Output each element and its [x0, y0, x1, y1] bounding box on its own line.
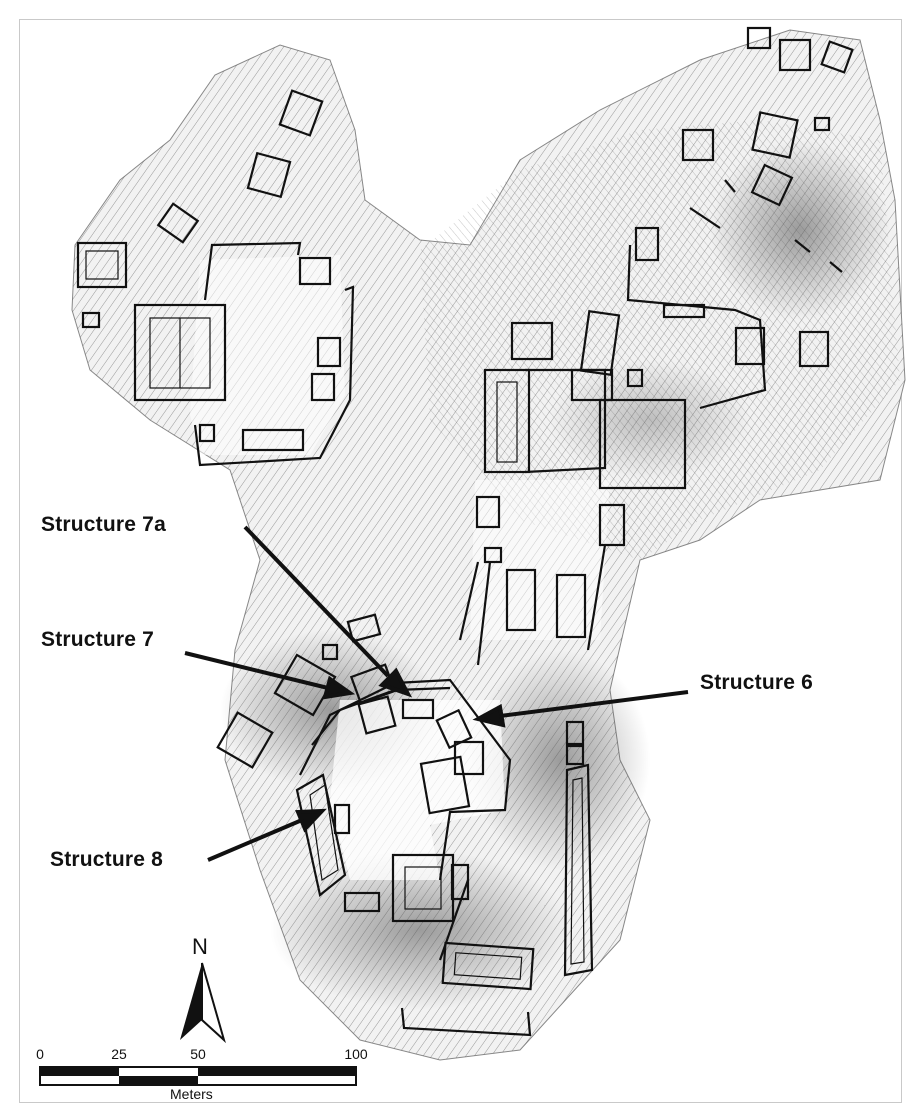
structure-outline [76, 241, 128, 289]
arrow-head [472, 703, 506, 728]
label-structure-7: Structure 7 [41, 628, 155, 651]
north-arrow [180, 962, 226, 1044]
label-structure-7a: Structure 7a [41, 513, 166, 536]
scale-segment [40, 1067, 119, 1076]
terrain [71, 29, 906, 1061]
scale-tick-label: 0 [36, 1046, 44, 1062]
north-arrow-right-half [201, 962, 226, 1044]
scale-bar [39, 1066, 357, 1086]
callout-arrows [184, 525, 689, 862]
structures [76, 26, 854, 1037]
structure-outline [295, 773, 347, 897]
arrow-structure-8 [207, 818, 303, 862]
north-label: N [192, 934, 208, 959]
structure-outline [483, 368, 531, 474]
scale-tick-label: 25 [111, 1046, 127, 1062]
arrow-structure-7 [184, 651, 329, 690]
arrow-head [378, 667, 413, 698]
scale-tick-label: 50 [190, 1046, 206, 1062]
structure-outline [133, 303, 227, 402]
structure-outline [278, 89, 324, 137]
arrow-structure-6 [499, 690, 689, 718]
label-structure-6: Structure 6 [700, 671, 814, 694]
arrow-structure-7a [243, 525, 390, 678]
scale-unit-label: Meters [170, 1086, 213, 1102]
arrow-head [322, 675, 356, 700]
label-structure-8: Structure 8 [50, 848, 164, 871]
scale-segment [198, 1067, 356, 1076]
north-arrow-left-half [180, 963, 202, 1040]
structure-outline [563, 763, 594, 977]
arrow-head [295, 808, 327, 833]
scale-segment [119, 1076, 198, 1085]
scale-tick-label: 100 [344, 1046, 368, 1062]
structure-outline [505, 568, 537, 632]
